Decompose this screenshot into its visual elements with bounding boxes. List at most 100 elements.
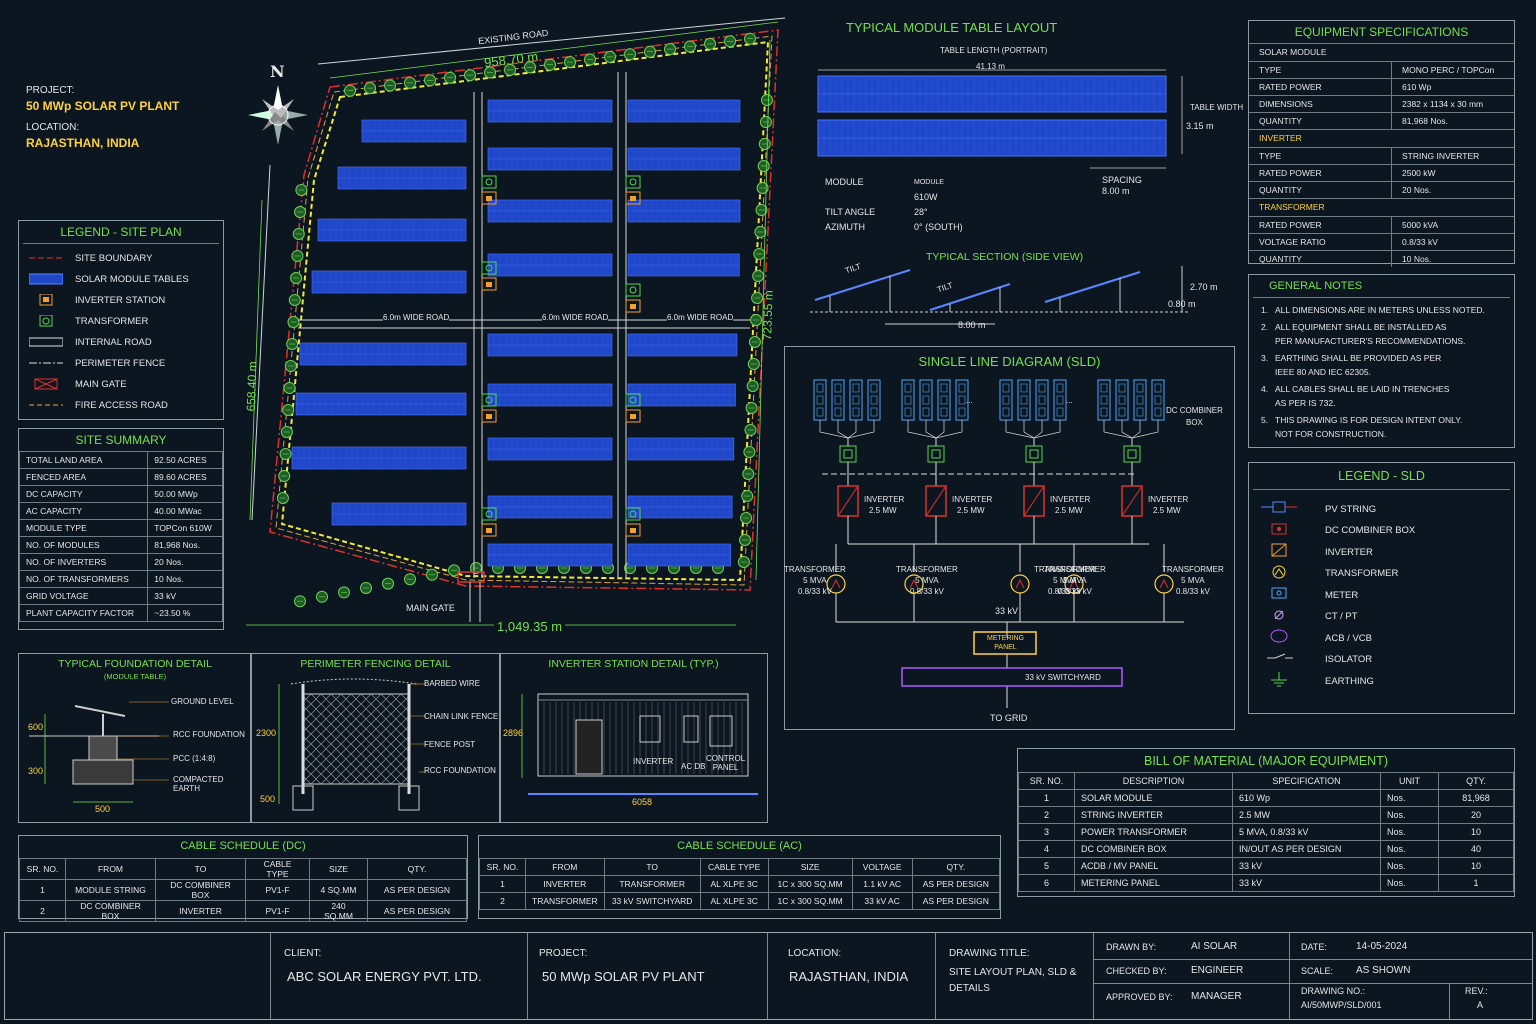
- header-cell: TO: [155, 858, 246, 880]
- table-cell: SOLAR MODULE: [1074, 789, 1233, 807]
- table-cell: AS PER DESIGN: [367, 900, 467, 922]
- table-cell: AS PER DESIGN: [911, 892, 1001, 910]
- foundation-sub: (MODULE TABLE): [103, 672, 167, 681]
- table-cell: 1: [19, 879, 66, 901]
- fencing-rcc: RCC FOUNDATION: [424, 766, 496, 775]
- table-cell: Nos.: [1380, 806, 1439, 824]
- table-cell: 33 kV AC: [851, 892, 913, 910]
- table-cell: NO. OF MODULES: [18, 536, 149, 554]
- fencing-post: FENCE POST: [424, 740, 476, 749]
- drawing-no-label: DRAWING NO.:: [1301, 986, 1366, 996]
- legend-sld-item: PV STRING: [1261, 501, 1376, 516]
- table-cell: Nos.: [1380, 840, 1439, 858]
- fencing-detail: PERIMETER FENCING DETAIL BARBED WIRE CHA…: [250, 653, 501, 823]
- legend-sld-item: INVERTER: [1261, 543, 1373, 559]
- equipment-row: DIMENSIONS 2382 x 1134 x 30 mm: [1249, 95, 1514, 112]
- table-cell: 50.00 MWp: [147, 485, 223, 503]
- equipment-row: TYPE MONO PERC / TOPCon: [1249, 61, 1514, 78]
- legend-item-solar-tables: SOLAR MODULE TABLES: [28, 270, 189, 288]
- drawing-title-line2: DETAILS: [949, 983, 990, 994]
- table-cell: 33 kV SWITCHYARD: [603, 892, 701, 910]
- tb-project-label: PROJECT:: [539, 948, 588, 959]
- table-cell: PLANT CAPACITY FACTOR: [18, 604, 149, 622]
- checked-by-label: CHECKED BY:: [1106, 966, 1167, 976]
- table-cell: TRANSFORMER: [525, 892, 605, 910]
- perimeter-fence-icon: [29, 357, 63, 369]
- main-gate-icon: [29, 378, 63, 390]
- table-cell: 3: [1018, 823, 1075, 841]
- foundation-pcc: PCC (1:4:8): [173, 754, 216, 763]
- acb-vcb-icon: [1261, 629, 1301, 647]
- equipment-group-title: TRANSFORMER: [1249, 198, 1514, 216]
- table-cell: INVERTER: [155, 900, 246, 922]
- table-cell: 20 Nos.: [147, 553, 223, 571]
- project-name: 50 MWp SOLAR PV PLANT: [26, 99, 180, 113]
- rev-value: A: [1477, 1000, 1484, 1010]
- date-value: 14-05-2024: [1356, 941, 1408, 952]
- table-cell: 10: [1438, 823, 1514, 841]
- scale-label: SCALE:: [1301, 966, 1334, 976]
- tb-location-label: LOCATION:: [788, 948, 842, 959]
- inverter-station-title: INVERTER STATION DETAIL (TYP.): [548, 658, 719, 670]
- rev-label: REV.:: [1465, 986, 1488, 996]
- table-cell: 89.60 ACRES: [147, 468, 223, 486]
- approved-by-value: MANAGER: [1191, 991, 1242, 1002]
- equipment-group-title: INVERTER: [1249, 129, 1514, 147]
- table-cell: ACDB / MV PANEL: [1074, 857, 1233, 875]
- table-cell: NO. OF INVERTERS: [18, 553, 149, 571]
- table-cell: 40: [1438, 840, 1514, 858]
- table-cell: 4 SQ.MM: [309, 879, 368, 901]
- table-cell: GRID VOLTAGE: [18, 587, 149, 605]
- legend-sld: LEGEND - SLD PV STRING DC COMBINER BOX I…: [1248, 462, 1515, 714]
- table-cell: 33 kV: [1232, 857, 1381, 875]
- sld-panel: SINGLE LINE DIAGRAM (SLD): [784, 346, 1235, 730]
- ct-pt-icon: [1261, 608, 1301, 626]
- inverter-station-icon: [29, 293, 63, 306]
- legend-sld-item: ACB / VCB: [1261, 629, 1372, 647]
- title-block: CLIENT: ABC SOLAR ENERGY PVT. LTD. PROJE…: [4, 932, 1533, 1020]
- switchyard-label: 33 kV SWITCHYARD: [1025, 673, 1101, 682]
- internal-road-icon: [28, 336, 64, 348]
- client-value: ABC SOLAR ENERGY PVT. LTD.: [287, 969, 482, 984]
- header-cell: TO: [603, 858, 701, 876]
- fencing-dim-2300: 2300: [256, 728, 277, 738]
- equipment-specs: EQUIPMENT SPECIFICATIONS SOLAR MODULE TY…: [1248, 20, 1515, 267]
- legend-item-inverter-station: INVERTER STATION: [29, 291, 165, 309]
- spacing-value: 8.00 m: [1102, 186, 1130, 196]
- table-cell: 10 Nos.: [147, 570, 223, 588]
- header-cell: SPECIFICATION: [1232, 772, 1381, 790]
- foundation-dim-600: 600: [28, 722, 44, 732]
- table-cell: 33 kV: [147, 587, 223, 605]
- foundation-detail: TYPICAL FOUNDATION DETAIL (MODULE TABLE)…: [18, 653, 252, 823]
- table-cell: AC CAPACITY: [18, 502, 149, 520]
- general-notes: GENERAL NOTES 1.ALL DIMENSIONS ARE IN ME…: [1248, 274, 1515, 448]
- header-cell: CABLE TYPE: [245, 858, 310, 880]
- table-cell: 1C x 300 SQ.MM: [767, 875, 853, 893]
- header-cell: CABLE TYPE: [699, 858, 769, 876]
- fencing-title: PERIMETER FENCING DETAIL: [300, 658, 451, 670]
- road-label-2: 6.0m WIDE ROAD: [542, 313, 609, 322]
- section-title: TYPICAL SECTION (SIDE VIEW): [926, 251, 1084, 263]
- table-cell: 610 Wp: [1232, 789, 1381, 807]
- table-row: PLANT CAPACITY FACTOR~23.50 %: [18, 604, 223, 622]
- road-label-3: 6.0m WIDE ROAD: [667, 313, 734, 322]
- legend-sld-item: TRANSFORMER: [1261, 565, 1398, 581]
- header-cell: FROM: [65, 858, 156, 880]
- legend-item-perimeter-fence: PERIMETER FENCE: [29, 354, 165, 372]
- tb-project-value: 50 MWp SOLAR PV PLANT: [542, 969, 705, 984]
- table-cell: DC COMBINER BOX: [155, 879, 246, 901]
- site-plan: [246, 17, 786, 626]
- road-label-1: 6.0m WIDE ROAD: [383, 313, 450, 322]
- checked-by-value: ENGINEER: [1191, 965, 1244, 976]
- legend-item-site-boundary: SITE BOUNDARY: [29, 249, 152, 267]
- table-cell: AL XLPE 3C: [699, 875, 769, 893]
